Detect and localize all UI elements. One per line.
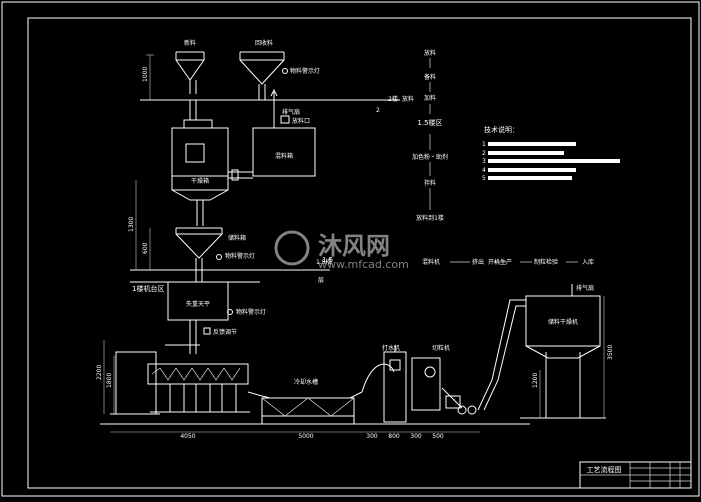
hopper-recycled-label: 回收料 xyxy=(255,39,273,47)
tech-notes-title: 技术说明： xyxy=(484,125,519,134)
pellet-dryer-silo xyxy=(520,284,606,419)
flow-step-1: 备料 xyxy=(424,73,436,81)
dim-1000: 1000 xyxy=(142,67,149,82)
feedback-label: 反馈调节 xyxy=(213,328,237,336)
dim-1200: 1200 xyxy=(532,373,539,388)
tech-note-3-num: 3 xyxy=(482,158,486,165)
mixer-vessel xyxy=(252,127,316,177)
hopper-new-label: 新料 xyxy=(184,39,196,47)
level-lamp-storage-icon xyxy=(216,254,222,260)
dim-2200: 2200 xyxy=(96,365,103,380)
cooling-water-tank xyxy=(247,391,363,424)
flow-row-prefix: 1.5楼 xyxy=(316,258,332,266)
pellet-dryer-label: 储料干燥机 xyxy=(548,318,578,326)
tech-note-1-bar xyxy=(488,142,576,146)
storage-bin-label: 储料箱 xyxy=(228,234,246,242)
flow-row-1: 挤出 xyxy=(472,258,484,266)
floor-15-marker: 1.5 xyxy=(322,256,333,264)
puller-label: 打水机 xyxy=(382,344,400,352)
level-lamp-top-icon xyxy=(282,68,288,74)
tech-note-1-num: 1 xyxy=(482,141,486,148)
watermark-text: 沐风网 xyxy=(318,232,390,260)
dim-bottom-1: 5000 xyxy=(298,433,313,440)
convey-pipe xyxy=(477,299,526,411)
tech-note-2-num: 2 xyxy=(482,150,486,157)
exhaust-fan-mid-label: 排气扇 xyxy=(282,108,300,116)
watermark-url: www.mfcad.com xyxy=(318,258,409,271)
cooling-tank-label: 冷却水槽 xyxy=(294,378,318,386)
extruder xyxy=(110,351,250,415)
flow-step-6: 放料到1楼 xyxy=(416,214,444,222)
watermark-logo: 沐风网 www.mfcad.com xyxy=(274,230,409,271)
dim-3500: 3500 xyxy=(607,345,614,360)
level-lamp-top-label: 物料警示灯 xyxy=(290,67,320,75)
floor-15-side: 层 xyxy=(318,277,324,284)
tech-note-5-bar xyxy=(488,176,572,180)
title-block xyxy=(579,461,692,489)
tech-note-5-num: 5 xyxy=(482,175,486,182)
hopper-recycled-material xyxy=(239,51,285,100)
flow-step-0: 放料 xyxy=(424,49,436,57)
flow-step-3: 1.5楼区 xyxy=(417,118,442,127)
tech-note-4-bar xyxy=(488,168,576,172)
weigher-box xyxy=(167,281,229,321)
dim-bottom-2: 300 xyxy=(366,433,378,440)
dim-bottom-0: 4050 xyxy=(180,433,195,440)
exhaust-arrow-icon xyxy=(270,88,278,97)
cutter-label: 切粒机 xyxy=(432,344,450,352)
hopper-new-material xyxy=(175,51,205,94)
title-block-title: 工艺流程图 xyxy=(587,465,622,474)
flow-row-0: 混料机 xyxy=(422,258,440,266)
flow-step-4: 加色粉・助剂 xyxy=(412,153,448,161)
flow-row-2: 开机生产 xyxy=(488,258,512,266)
dim-1800: 1800 xyxy=(106,373,113,388)
dim-bottom-3: 800 xyxy=(388,433,400,440)
flow-row-3: 制粒检验 xyxy=(534,258,558,266)
weigher-label: 失重天平 xyxy=(186,300,210,308)
flow-step-2: 加料 xyxy=(424,94,436,102)
strand-puller xyxy=(361,345,407,423)
dim-600: 600 xyxy=(142,242,149,254)
dryer-label: 干燥箱 xyxy=(191,177,209,185)
level-lamp-storage-label: 物料警示灯 xyxy=(225,252,255,260)
feed-port-label: 放料口 xyxy=(292,117,310,125)
watermark-logo-icon xyxy=(274,230,310,266)
tech-notes-list: 1 2 3 4 5 xyxy=(482,141,620,182)
level-lamp-weigher-label: 物料警示灯 xyxy=(236,308,266,316)
flow-row-4: 入库 xyxy=(582,258,594,266)
tech-note-2-bar xyxy=(488,151,564,155)
mixer-label: 混料箱 xyxy=(275,152,293,160)
dim-bottom-5: 500 xyxy=(432,433,444,440)
dim-bottom-4: 300 xyxy=(410,433,422,440)
tech-note-4-num: 4 xyxy=(482,167,486,174)
floor-2-left-marker: 2 xyxy=(376,107,380,114)
feed-port-box xyxy=(280,115,290,124)
inner-frame xyxy=(27,17,692,489)
floor-2-marker: 2楼 xyxy=(388,95,398,103)
dim-1300: 1300 xyxy=(128,217,135,232)
floor-2-feed-label: 放料 xyxy=(402,95,414,103)
flow-step-5: 拌料 xyxy=(424,179,436,187)
pelletizer xyxy=(411,357,477,415)
exhaust-fan-right-label: 排气扇 xyxy=(576,284,594,292)
level-lamp-weigher-icon xyxy=(227,309,233,315)
dryer-vessel xyxy=(171,100,229,226)
floor-1-label: 1楼机台区 xyxy=(132,284,164,293)
storage-bin xyxy=(175,227,223,282)
tech-note-3-bar xyxy=(488,159,620,163)
